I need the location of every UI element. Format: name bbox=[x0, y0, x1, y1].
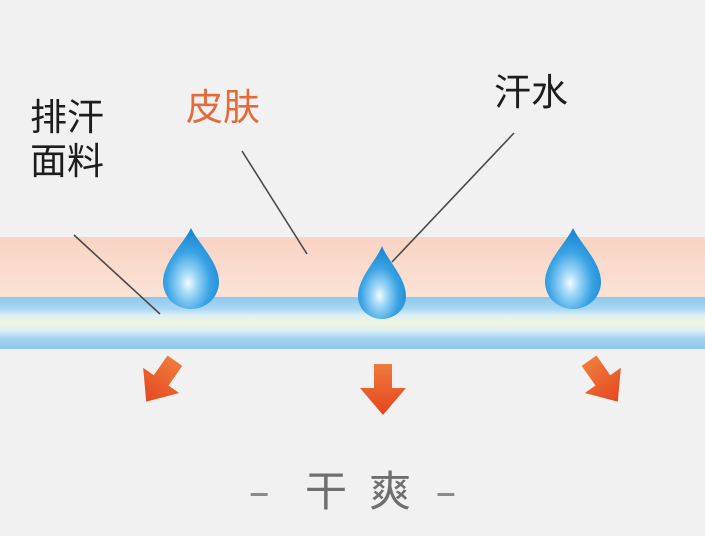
water-drop-icon bbox=[163, 228, 219, 309]
caption-dash-right: – bbox=[435, 467, 457, 516]
arrow-icon bbox=[143, 355, 183, 402]
dry-caption: – 干爽 – bbox=[0, 462, 705, 522]
skin-label: 皮肤 bbox=[186, 86, 260, 129]
fabric-label-line2: 面料 bbox=[30, 140, 104, 183]
sweat-leader-line bbox=[391, 132, 515, 263]
water-drop-icon bbox=[545, 228, 601, 309]
fabric-leader-line bbox=[73, 234, 161, 315]
fabric-layer bbox=[0, 297, 705, 349]
caption-text: 干爽 bbox=[304, 467, 433, 516]
skin-leader-line bbox=[241, 150, 308, 255]
sweat-label: 汗水 bbox=[494, 71, 568, 114]
water-drop-icon bbox=[358, 246, 406, 319]
fabric-label-line1: 排汗 bbox=[30, 96, 104, 139]
arrow-icon bbox=[360, 364, 406, 415]
caption-dash-left: – bbox=[248, 467, 270, 516]
fabric-label: 排汗 面料 bbox=[30, 96, 104, 184]
arrow-icon bbox=[581, 355, 621, 402]
